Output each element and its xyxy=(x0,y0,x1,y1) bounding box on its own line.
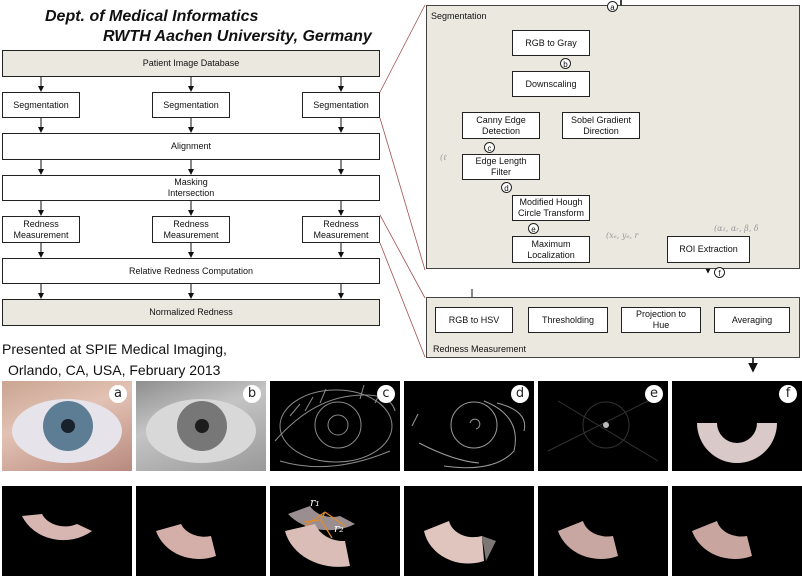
canny-edge-box: Canny Edge Detection xyxy=(462,112,540,139)
hough-transform-box: Modified Hough Circle Transform xyxy=(512,195,590,221)
header-university: RWTH Aachen University, Germany xyxy=(103,28,372,45)
hough-line1: Modified Hough xyxy=(519,197,583,207)
segmentation-box-2: Segmentation xyxy=(152,92,230,118)
alignment-box: Alignment xyxy=(2,133,380,160)
canny-line1: Canny Edge xyxy=(476,114,526,125)
edge-length-parameter: (ℓ xyxy=(440,153,447,162)
thumbnail-roi-overlay: r₁ r₂ xyxy=(270,486,400,576)
thumbnail-b-gray-eye: b xyxy=(136,381,266,471)
thumbnail-d-filtered-edges: d xyxy=(404,381,534,471)
thumbnail-roi-5 xyxy=(538,486,668,576)
thumbnail-e-hough-accumulator: e xyxy=(538,381,668,471)
badge-a: a xyxy=(109,385,127,403)
r2-label: r₂ xyxy=(334,522,344,535)
edge-filter-line2: Filter xyxy=(491,167,511,177)
left-flow-arrows xyxy=(38,77,344,299)
downscaling-box: Downscaling xyxy=(512,71,590,97)
overlay-radius-lines xyxy=(303,511,346,539)
r1-label: r₁ xyxy=(310,496,320,509)
redness-line2: Measurement xyxy=(163,229,219,240)
zoom-connectors xyxy=(379,4,426,358)
maxloc-line1: Maximum xyxy=(531,238,571,249)
circle-parameters: (xₑ, yₑ, r xyxy=(606,231,639,240)
thumbnail-f-roi-arc: f xyxy=(672,381,802,471)
redness-line1: Redness xyxy=(173,218,209,229)
redness-line1: Redness xyxy=(23,218,59,229)
canny-line2: Detection xyxy=(481,125,521,136)
relative-redness-box: Relative Redness Computation xyxy=(2,258,380,284)
edge-filter-line1: Edge Length xyxy=(475,156,527,166)
projection-line2: Hue xyxy=(652,320,670,330)
presented-line2: Orlando, CA, USA, February 2013 xyxy=(8,362,221,378)
thumbnail-a-color-eye: a xyxy=(2,381,132,471)
sobel-line1: Sobel Gradient xyxy=(570,114,632,125)
normalized-redness-box: Normalized Redness xyxy=(2,299,380,326)
redness-measurement-box-2: Redness Measurement xyxy=(152,216,230,243)
badge-d: d xyxy=(511,385,529,403)
redness-line2: Measurement xyxy=(313,229,369,240)
rgb-to-hsv-box: RGB to HSV xyxy=(435,307,513,333)
label-e: e xyxy=(528,223,539,234)
redness-line2: Measurement xyxy=(13,229,69,240)
presented-line1: Presented at SPIE Medical Imaging, xyxy=(2,341,227,357)
segmentation-panel-title: Segmentation xyxy=(431,11,487,21)
badge-e: e xyxy=(645,385,663,403)
label-f: f xyxy=(714,267,725,278)
hough-line2: Circle Transform xyxy=(517,208,584,218)
edge-length-filter-box: Edge Length Filter xyxy=(462,154,540,180)
header-department: Dept. of Medical Informatics xyxy=(45,8,259,25)
label-d: d xyxy=(501,182,512,193)
patient-image-database: Patient Image Database xyxy=(2,50,380,77)
thresholding-box: Thresholding xyxy=(528,307,608,333)
projection-line1: Projection to xyxy=(635,309,687,319)
thumbnail-roi-1 xyxy=(2,486,132,576)
averaging-box: Averaging xyxy=(714,307,790,333)
maxloc-line2: Localization xyxy=(527,249,575,260)
sobel-line2: Direction xyxy=(583,125,619,136)
badge-c: c xyxy=(377,385,395,403)
thumbnail-roi-4 xyxy=(404,486,534,576)
sobel-gradient-box: Sobel Gradient Direction xyxy=(562,112,640,139)
thumbnail-roi-2 xyxy=(136,486,266,576)
redness-panel-title: Redness Measurement xyxy=(433,344,527,354)
thumbnail-roi-6 xyxy=(672,486,802,576)
thumbnail-c-canny-edges: c xyxy=(270,381,400,471)
label-b: b xyxy=(560,58,571,69)
roi-extraction-box: ROI Extraction xyxy=(667,236,750,263)
badge-b: b xyxy=(243,385,261,403)
badge-f: f xyxy=(779,385,797,403)
segmentation-box-1: Segmentation xyxy=(2,92,80,118)
redness-measurement-box-3: Redness Measurement xyxy=(302,216,380,243)
masking-line2: Intersection xyxy=(167,188,215,198)
redness-line1: Redness xyxy=(323,218,359,229)
segmentation-box-3: Segmentation xyxy=(302,92,380,118)
roi-parameters: (α₁, αᵣ, β, δ xyxy=(714,224,759,233)
redness-measurement-box-1: Redness Measurement xyxy=(2,216,80,243)
masking-line1: Masking xyxy=(174,177,208,187)
label-c: c xyxy=(484,142,495,153)
masking-intersection-box: Masking Intersection xyxy=(2,175,380,201)
rgb-to-gray-box: RGB to Gray xyxy=(512,30,590,56)
maximum-localization-box: Maximum Localization xyxy=(512,236,590,263)
label-a: a xyxy=(607,1,618,12)
projection-to-hue-box: Projection to Hue xyxy=(621,307,701,333)
